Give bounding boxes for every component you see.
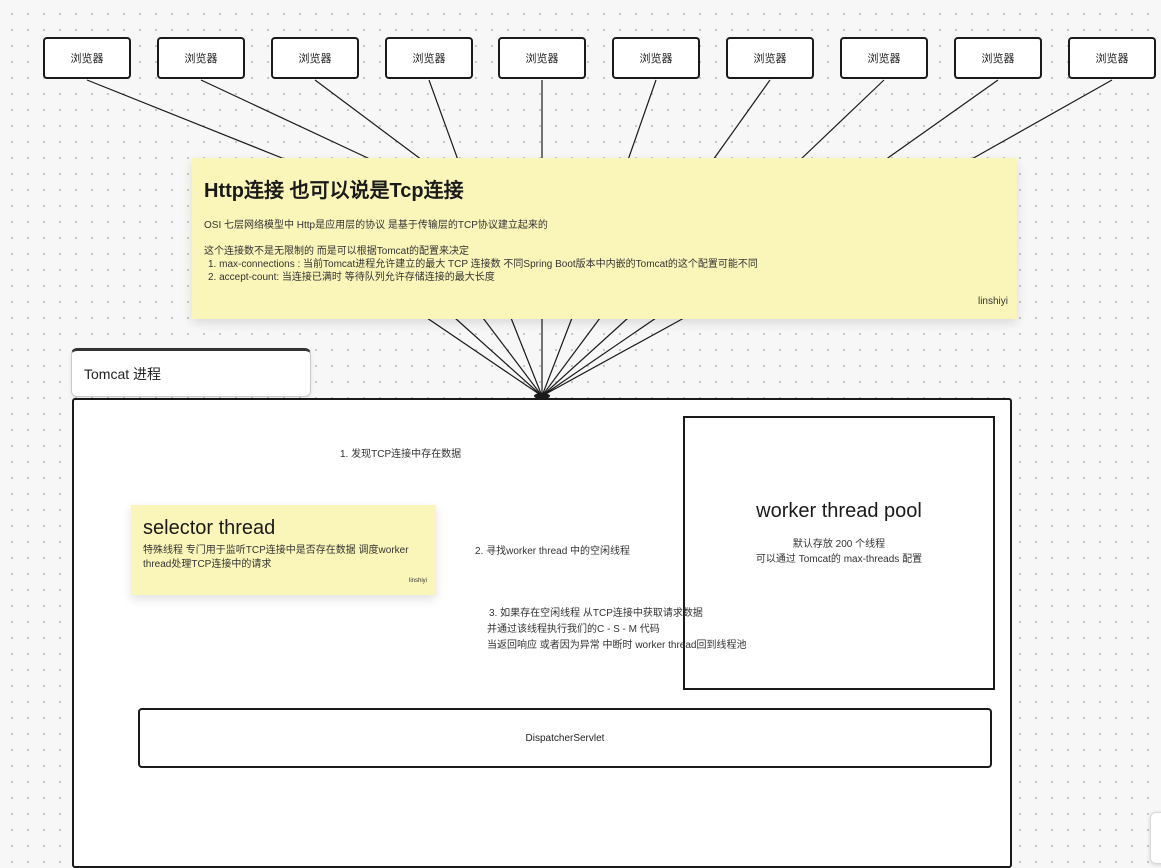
edge-label-step3-line3: 当返回响应 或者因为异常 中断时 worker thread回到线程池 <box>487 640 747 651</box>
selector-signature: linshiyi <box>408 578 427 584</box>
tomcat-process-label[interactable]: Tomcat 进程 <box>71 348 311 397</box>
worker-pool-title: worker thread pool <box>756 499 922 522</box>
browser-connection-lines <box>86 79 1113 161</box>
http-note-signature: linshiyi <box>977 296 1008 307</box>
dispatcher-label: DispatcherServlet <box>525 732 605 744</box>
http-note-item2: 2. accept-count: 当连接已满时 等待队列允许存储连接的最大长度 <box>208 272 495 283</box>
http-note-line1: OSI 七层网络模型中 Http是应用层的协议 是基于传输层的TCP协议建立起来… <box>204 220 548 231</box>
http-note-title: Http连接 也可以说是Tcp连接 <box>204 180 464 202</box>
http-note-line2: 这个连接数不是无限制的 而是可以根据Tomcat的配置来决定 <box>204 246 470 257</box>
browser-node[interactable]: 浏览器 <box>954 37 1042 79</box>
selector-thread-note[interactable]: selector thread 特殊线程 专门用于监听TCP连接中是否存在数据 … <box>131 505 436 595</box>
browser-node[interactable]: 浏览器 <box>726 37 814 79</box>
tomcat-label-text: Tomcat 进程 <box>84 365 162 382</box>
selector-title: selector thread <box>143 517 276 539</box>
edge-label-step1: 1. 发现TCP连接中存在数据 <box>338 448 464 462</box>
browser-node[interactable]: 浏览器 <box>840 37 928 79</box>
browser-node[interactable]: 浏览器 <box>1068 37 1156 79</box>
edge-label-step3-line2: 并通过该线程执行我们的C - S - M 代码 <box>487 624 660 635</box>
selector-desc: 特殊线程 专门用于监听TCP连接中是否存在数据 调度worker thread处… <box>143 545 409 570</box>
worker-thread-pool[interactable]: worker thread pool 默认存放 200 个线程 可以通过 Tom… <box>683 416 995 690</box>
dispatcher-servlet-box[interactable]: DispatcherServlet <box>138 708 992 768</box>
worker-pool-line2: 可以通过 Tomcat的 max-threads 配置 <box>755 553 923 565</box>
tcp-fan-lines <box>426 317 685 397</box>
http-connection-note[interactable]: Http连接 也可以说是Tcp连接 OSI 七层网络模型中 Http是应用层的协… <box>192 158 1017 319</box>
http-note-item1: 1. max-connections : 当前Tomcat进程允许建立的最大 T… <box>208 259 758 270</box>
browser-node[interactable]: 浏览器 <box>157 37 245 79</box>
edge-label-step3-line1: 3. 如果存在空闲线程 从TCP连接中获取请求数据 <box>489 608 703 619</box>
browser-node[interactable]: 浏览器 <box>498 37 586 79</box>
browser-node[interactable]: 浏览器 <box>385 37 473 79</box>
browser-node[interactable]: 浏览器 <box>612 37 700 79</box>
browser-node[interactable]: 浏览器 <box>271 37 359 79</box>
corner-panel-handle[interactable] <box>1150 812 1161 864</box>
browser-node[interactable]: 浏览器 <box>43 37 131 79</box>
fan-junction <box>534 393 550 399</box>
edge-label-step2: 2. 寻找worker thread 中的空闲线程 <box>473 545 633 559</box>
worker-pool-line1: 默认存放 200 个线程 <box>792 538 886 550</box>
